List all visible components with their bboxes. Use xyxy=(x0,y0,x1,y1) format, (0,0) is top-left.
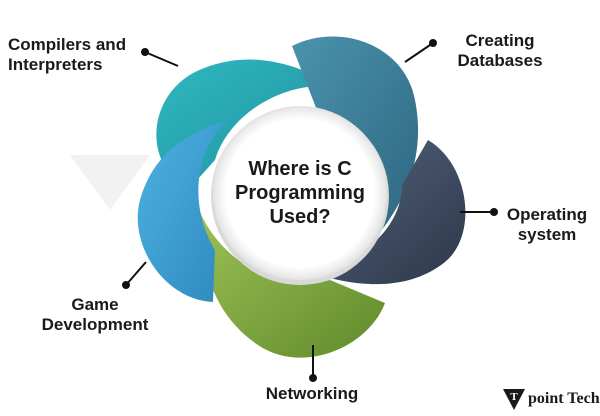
center-circle-ring xyxy=(213,106,387,280)
center-circle xyxy=(214,107,386,279)
connector-compilers xyxy=(141,48,179,67)
segment-game-petal xyxy=(137,120,228,302)
label-compilers-and-interpreters: Compilers and Interpreters xyxy=(8,35,127,74)
center-title-line-2: Programming xyxy=(234,182,366,204)
brand-logo-block: T point Tech xyxy=(502,386,600,412)
label-game-development: Game Development xyxy=(41,295,149,334)
label-networking: Networking xyxy=(265,384,359,403)
brand-name: point Tech xyxy=(528,390,600,407)
center-title-line-1: Where is C xyxy=(248,158,352,180)
tpoint-logo-icon: T xyxy=(503,389,525,410)
brand-logo-letter: T xyxy=(510,391,518,403)
center-title-line-3: Used? xyxy=(269,206,331,228)
label-creating-databases: Creating Databases xyxy=(457,31,543,70)
connector-databases xyxy=(404,39,437,63)
connector-networking xyxy=(309,345,317,382)
connector-os xyxy=(460,208,498,216)
label-operating-system: Operating system xyxy=(506,205,588,244)
connector-game xyxy=(122,261,147,289)
segment-networking-petal xyxy=(200,212,385,358)
watermark xyxy=(70,155,150,210)
segment-os-petal xyxy=(303,140,466,285)
center-title: Where is C Programming Used? xyxy=(205,157,395,229)
